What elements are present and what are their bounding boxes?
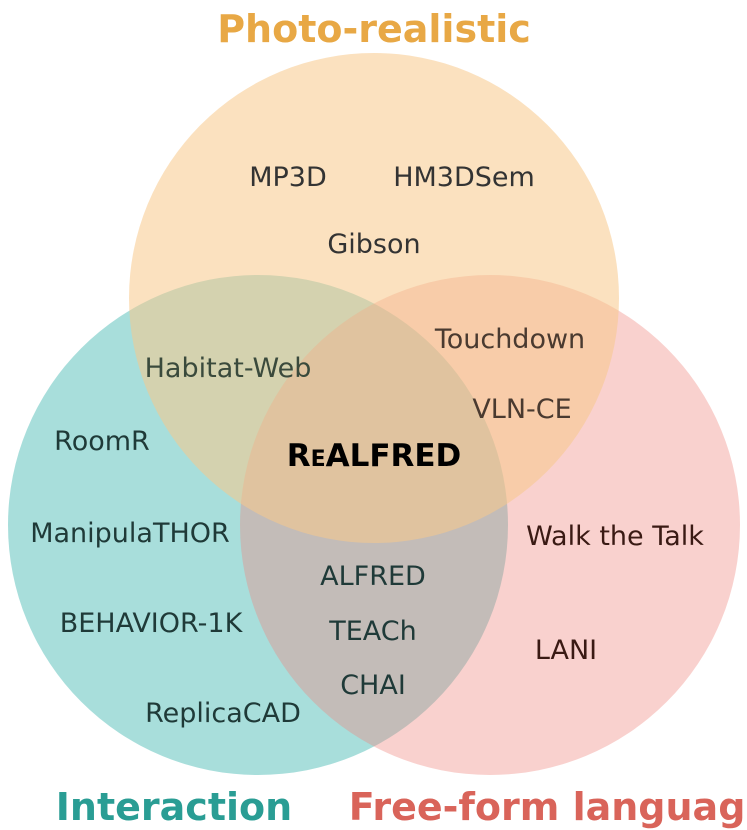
dataset-label-touchdown: Touchdown xyxy=(434,324,585,355)
photo-realistic-title: Photo-realistic xyxy=(217,7,531,51)
dataset-label-habitat-web: Habitat-Web xyxy=(145,353,312,384)
realfred-first-letter: R xyxy=(287,438,311,474)
dataset-label-behavior-1k: BEHAVIOR-1K xyxy=(60,608,244,639)
photo-realistic-circle xyxy=(129,53,619,543)
dataset-label-roomr: RoomR xyxy=(54,426,150,457)
interaction-title: Interaction xyxy=(56,785,292,829)
dataset-label-vln-ce: VLN-CE xyxy=(472,394,571,425)
dataset-label-chai: CHAI xyxy=(340,670,406,701)
dataset-label-alfred: ALFRED xyxy=(320,561,426,592)
dataset-label-hm3dsem: HM3DSem xyxy=(393,162,535,193)
dataset-label-lani: LANI xyxy=(535,635,597,666)
dataset-label-realfred: REALFRED xyxy=(287,438,462,474)
realfred-rest: ALFRED xyxy=(326,438,462,474)
dataset-label-gibson: Gibson xyxy=(327,229,420,260)
dataset-label-replicacad: ReplicaCAD xyxy=(145,698,301,729)
dataset-label-mp3d: MP3D xyxy=(249,162,327,193)
dataset-label-teach: TEACh xyxy=(328,616,417,647)
dataset-label-manipulathor: ManipulaTHOR xyxy=(30,518,230,549)
free-form-language-title: Free-form language xyxy=(349,785,747,829)
realfred-small-caps: E xyxy=(311,447,326,472)
dataset-label-walk-the-talk: Walk the Talk xyxy=(526,521,704,552)
